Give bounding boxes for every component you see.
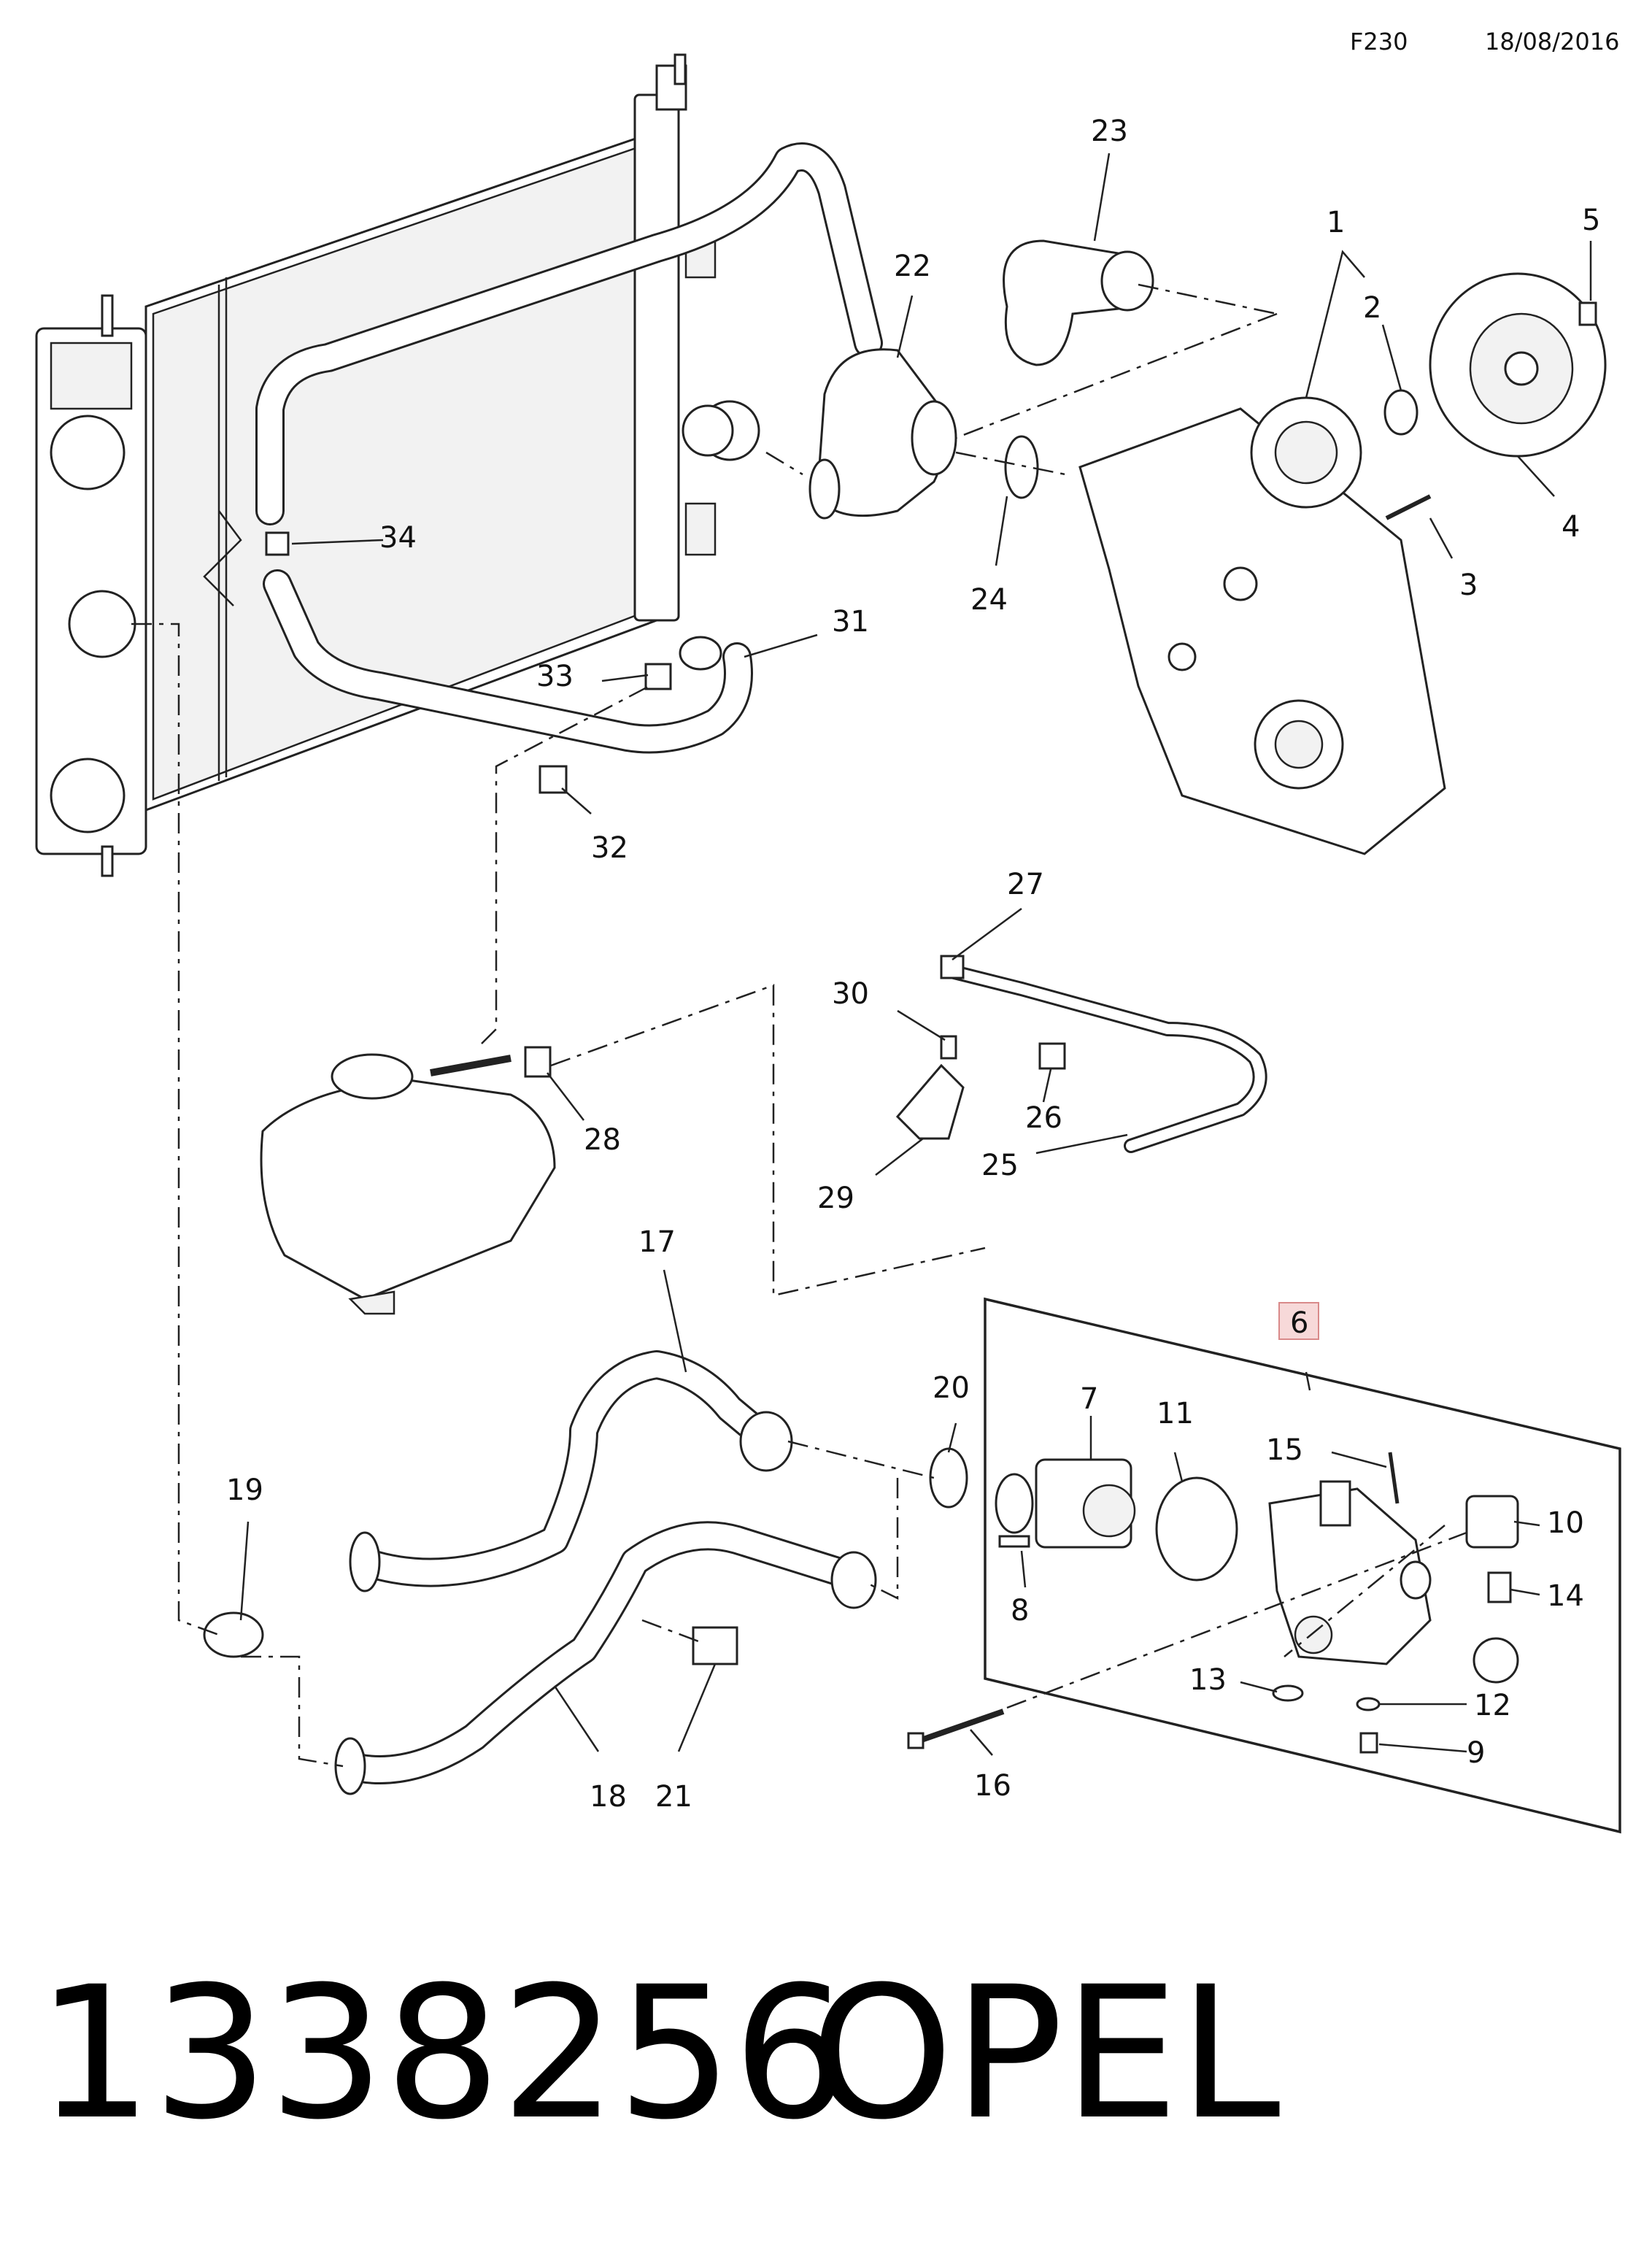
callout-6-highlight: [1278, 1302, 1319, 1340]
bolt-3: [1385, 494, 1432, 520]
brand-name: OPEL: [810, 1947, 1281, 2160]
callout-9: 9: [1467, 1736, 1485, 1770]
callout-6: 6: [1290, 1306, 1308, 1340]
seal-11: [1155, 1476, 1238, 1582]
callout-12: 12: [1474, 1689, 1511, 1722]
clamp-26: [1038, 1042, 1066, 1070]
gasket-10: [1465, 1495, 1519, 1549]
callout-18: 18: [590, 1780, 627, 1814]
thermostat-7: [995, 1458, 1136, 1549]
clip-34: [265, 531, 290, 556]
callout-5: 5: [1582, 204, 1600, 237]
part-number: 1338256: [36, 1947, 849, 2160]
callout-10: 10: [1547, 1506, 1584, 1540]
clamp-24: [1004, 435, 1039, 499]
callout-20: 20: [933, 1371, 970, 1405]
callout-29: 29: [817, 1182, 854, 1215]
clip-33: [644, 663, 672, 690]
route-line-23-pump: [1138, 283, 1278, 315]
hose-22: [808, 348, 957, 520]
callout-25: 25: [981, 1149, 1019, 1182]
seal-2: [1383, 389, 1419, 436]
callout-33: 33: [536, 660, 574, 693]
route-line-housing-14: [1284, 1525, 1446, 1657]
route-line-22-pump: [955, 312, 1278, 439]
ring-12: [1356, 1697, 1381, 1711]
callout-14: 14: [1547, 1579, 1584, 1613]
callout-2: 2: [1363, 291, 1381, 325]
route-line-19-18: [241, 1655, 344, 1768]
callout-3: 3: [1459, 569, 1478, 602]
diagram-code: F230: [1350, 28, 1408, 55]
leader-lines: [239, 153, 1592, 1756]
bolt-30: [940, 1035, 957, 1060]
callout-numbers: 1 2 3 4 5 6 7 8 9 10 11 12 13 14 15 16 1…: [226, 115, 1600, 1814]
bracket-29: [895, 1063, 965, 1140]
plug-9: [1359, 1732, 1378, 1754]
callout-11: 11: [1157, 1397, 1194, 1430]
bolt-8: [998, 1535, 1030, 1548]
callout-22: 22: [894, 250, 931, 283]
coolant-reservoir: [260, 1053, 556, 1315]
clamp-28: [524, 1046, 552, 1078]
clip-13: [1272, 1684, 1304, 1702]
route-line-17-20: [787, 1440, 935, 1479]
callout-8: 8: [1011, 1594, 1029, 1627]
timing-cover: [1078, 407, 1446, 855]
route-line-20-18: [868, 1478, 899, 1600]
callout-24: 24: [970, 583, 1008, 617]
route-line-28-kit: [550, 984, 986, 1297]
kit-6-frame: [984, 1297, 1621, 1834]
thermostat-housing: [1268, 1480, 1519, 1684]
clamp-19: [203, 1611, 264, 1658]
callout-34: 34: [379, 521, 417, 555]
clamp-21: [692, 1626, 738, 1665]
lower-radiator-hose: [263, 569, 753, 754]
route-line-kit-16: [1006, 1531, 1467, 1709]
pulley: [1429, 272, 1607, 458]
hose-25: [941, 963, 1267, 1153]
sensor-14: [1487, 1571, 1512, 1603]
callout-17: 17: [638, 1225, 676, 1259]
route-line-radiator-left: [131, 623, 220, 1636]
callout-13: 13: [1189, 1663, 1227, 1697]
callout-21: 21: [655, 1780, 692, 1814]
bolt-5: [1578, 301, 1597, 326]
route-line-reservoir-31: [481, 685, 650, 1044]
water-pump: [1250, 396, 1362, 509]
callout-28: 28: [584, 1123, 621, 1157]
callout-31: 31: [832, 605, 869, 639]
route-line-22-24: [955, 451, 1066, 476]
callout-19: 19: [226, 1474, 263, 1507]
route-line-radiator-22: [765, 451, 803, 476]
bolt-16: [907, 1709, 1005, 1749]
callout-26: 26: [1025, 1101, 1062, 1135]
clip-15: [1388, 1452, 1400, 1504]
upper-radiator-hose: [255, 142, 883, 525]
callout-23: 23: [1091, 115, 1128, 148]
hose-18: [334, 1521, 877, 1795]
callout-4: 4: [1562, 510, 1580, 544]
callout-7: 7: [1080, 1382, 1098, 1416]
callout-32: 32: [591, 831, 628, 865]
callout-16: 16: [974, 1769, 1011, 1803]
hose-23: [1003, 239, 1154, 366]
callout-1: 1: [1327, 206, 1345, 239]
diagram-date: 18/08/2016: [1485, 28, 1619, 55]
callout-15: 15: [1266, 1433, 1303, 1467]
callout-30: 30: [832, 977, 869, 1011]
clamp-20: [929, 1447, 968, 1509]
route-line-21-18: [641, 1619, 701, 1644]
callout-27: 27: [1007, 868, 1044, 901]
hose-17: [349, 1350, 793, 1592]
